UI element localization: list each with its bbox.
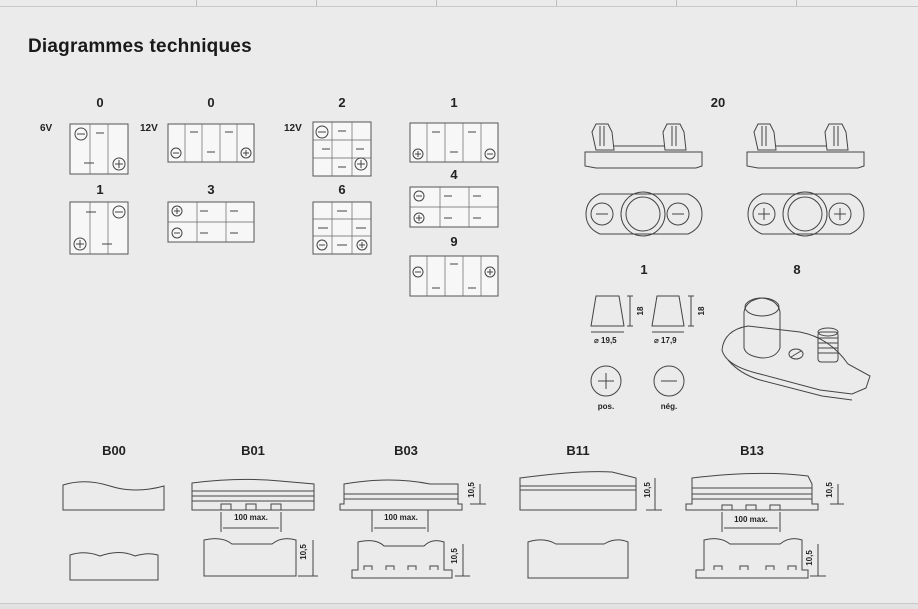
terminal-8-illustration [721, 297, 871, 401]
layout-2-12v: 2 12V [284, 95, 372, 177]
layout-code: 1 [96, 182, 103, 197]
layout-1-right: 1 [409, 95, 499, 163]
neg-label: nég. [661, 402, 677, 411]
column-tick [676, 0, 677, 6]
layout-1-left: 1 [69, 182, 129, 255]
layout-6: 6 [312, 182, 372, 255]
pos-label: pos. [598, 402, 614, 411]
terminal-20-side-right [746, 123, 865, 169]
layout-voltage: 12V [140, 123, 158, 134]
height-label: 10,5 [805, 550, 814, 566]
layout-3: 3 [167, 182, 255, 243]
column-tick [316, 0, 317, 6]
layout-code: 4 [450, 167, 458, 182]
layout-code: 0 [207, 95, 214, 110]
layout-code: 9 [450, 234, 457, 249]
layout-0-12v: 0 12V [140, 95, 255, 163]
layout-voltage: 12V [284, 123, 302, 134]
dim-height: 18 [636, 306, 645, 315]
top-rule [0, 0, 918, 7]
polarity-symbols: pos. nég. [590, 365, 685, 411]
base-b00 [62, 481, 165, 581]
bottom-rule [0, 603, 918, 609]
column-tick [436, 0, 437, 6]
layout-9: 9 [409, 234, 499, 297]
terminal-20-side-left [584, 123, 703, 169]
column-tick [796, 0, 797, 6]
terminal-code-8: 8 [793, 262, 800, 277]
terminal-code-20: 20 [711, 95, 725, 110]
max-label: 100 max. [734, 515, 768, 524]
height-label: 10,5 [450, 548, 459, 564]
base-b03: 100 max. 10,5 10,5 [339, 479, 486, 579]
dim-pos-diameter: ⌀ 19,5 [594, 336, 617, 345]
terminal-1-positive-cone: 18 ⌀ 19,5 [590, 295, 645, 345]
base-b01: 100 max. 10,5 [191, 478, 318, 577]
max-label: 100 max. [234, 513, 268, 522]
terminal-1-negative-cone: 18 ⌀ 17,9 [651, 295, 706, 345]
layout-4: 4 [409, 167, 499, 228]
layout-voltage: 6V [40, 123, 53, 134]
layout-code: 6 [338, 182, 345, 197]
base-code-b11: B11 [566, 443, 589, 458]
base-b13: 100 max. 10,5 10,5 [685, 472, 844, 579]
base-code-b03: B03 [394, 443, 418, 458]
base-b11: 10,5 [519, 471, 662, 579]
layout-code: 2 [338, 95, 345, 110]
layout-code: 3 [207, 182, 214, 197]
dim-height: 18 [697, 306, 706, 315]
page-title: Diagrammes techniques [28, 36, 252, 57]
terminal-20-top-positive [747, 191, 865, 237]
base-code-b13: B13 [740, 443, 764, 458]
base-code-b01: B01 [241, 443, 265, 458]
max-label: 100 max. [384, 513, 418, 522]
dim-neg-diameter: ⌀ 17,9 [654, 336, 677, 345]
terminal-code-1: 1 [640, 262, 647, 277]
column-tick [196, 0, 197, 6]
layout-code: 0 [96, 95, 103, 110]
layout-0-6v: 0 6V [40, 95, 129, 175]
base-code-b00: B00 [102, 443, 126, 458]
column-tick [556, 0, 557, 6]
terminal-20-top-negative [585, 191, 703, 237]
height-label: 10,5 [299, 544, 308, 560]
height-label: 10,5 [825, 482, 834, 498]
height-label: 10,5 [467, 482, 476, 498]
height-label: 10,5 [643, 482, 652, 498]
layout-code: 1 [450, 95, 457, 110]
